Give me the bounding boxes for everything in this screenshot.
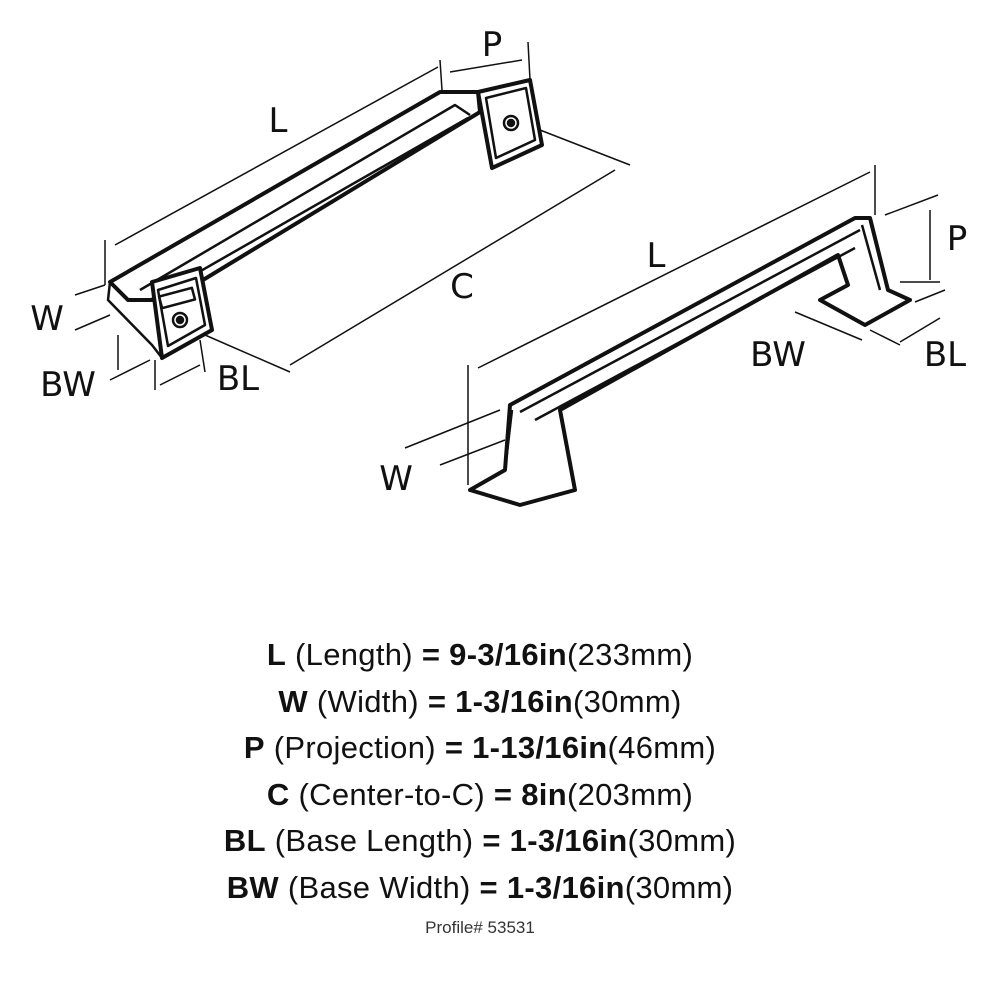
spec-eq: = — [421, 637, 441, 672]
label-base-width-top: BW — [40, 365, 96, 405]
spec-width: W (Width) = 1-3/16in(30mm) — [0, 679, 960, 726]
spec-mm: (30mm) — [627, 823, 737, 858]
label-base-length-side: BL — [924, 335, 966, 375]
spec-name: (Projection) — [273, 730, 436, 765]
spec-base-length: BL (Base Length) = 1-3/16in(30mm) — [0, 818, 960, 865]
spec-mm: (46mm) — [607, 730, 717, 765]
label-length-top: L — [269, 101, 288, 141]
spec-mm: (203mm) — [566, 776, 694, 812]
spec-abbr: BL — [223, 823, 266, 858]
label-center-top: C — [450, 267, 474, 307]
spec-mm: (233mm) — [567, 637, 694, 672]
label-base-length-top: BL — [217, 359, 259, 399]
spec-abbr: C — [266, 776, 290, 812]
handle-top-view — [106, 78, 544, 360]
spec-name: (Width) — [316, 683, 419, 719]
spec-name: (Length) — [295, 637, 413, 672]
spec-center: C (Center-to-C) = 8in(203mm) — [0, 772, 960, 819]
spec-abbr: P — [243, 730, 265, 765]
spec-inches: 1-13/16in — [472, 730, 608, 765]
handle-side-view — [468, 216, 912, 507]
spec-list: L (Length) = 9-3/16in(233mm) W (Width) =… — [0, 632, 960, 911]
spec-length: L (Length) = 9-3/16in(233mm) — [0, 632, 960, 679]
spec-name: (Base Width) — [287, 869, 471, 905]
handle-diagram: L P C W BW BL L P BW BL W — [30, 25, 968, 507]
profile-number: Profile# 53531 — [425, 918, 535, 937]
spec-base-width: BW (Base Width) = 1-3/16in(30mm) — [0, 865, 960, 912]
label-projection-side: P — [947, 219, 968, 259]
spec-eq: = — [493, 776, 513, 812]
spec-inches: 9-3/16in — [449, 637, 568, 672]
spec-mm: (30mm) — [573, 683, 682, 719]
spec-eq: = — [479, 869, 498, 905]
spec-abbr: L — [266, 637, 287, 672]
label-width-top: W — [30, 299, 64, 339]
spec-abbr: BW — [226, 869, 279, 905]
label-projection-top: P — [482, 25, 503, 65]
label-length-side: L — [647, 236, 666, 276]
spec-inches: 1-3/16in — [509, 823, 628, 858]
label-base-width-side: BW — [750, 335, 806, 375]
spec-eq: = — [444, 730, 464, 765]
spec-inches: 8in — [521, 776, 567, 812]
spec-inches: 1-3/16in — [455, 683, 573, 719]
spec-projection: P (Projection) = 1-13/16in(46mm) — [0, 725, 960, 772]
spec-eq: = — [427, 683, 447, 719]
spec-inches: 1-3/16in — [506, 869, 625, 905]
spec-abbr: W — [278, 683, 308, 719]
spec-name: (Base Length) — [274, 823, 474, 858]
spec-name: (Center-to-C) — [298, 776, 485, 812]
spec-mm: (30mm) — [624, 869, 734, 905]
spec-eq: = — [482, 823, 501, 858]
label-width-side: W — [379, 459, 413, 499]
top-view-dimension-lines — [74, 41, 631, 390]
side-view-dimension-lines — [404, 165, 946, 485]
